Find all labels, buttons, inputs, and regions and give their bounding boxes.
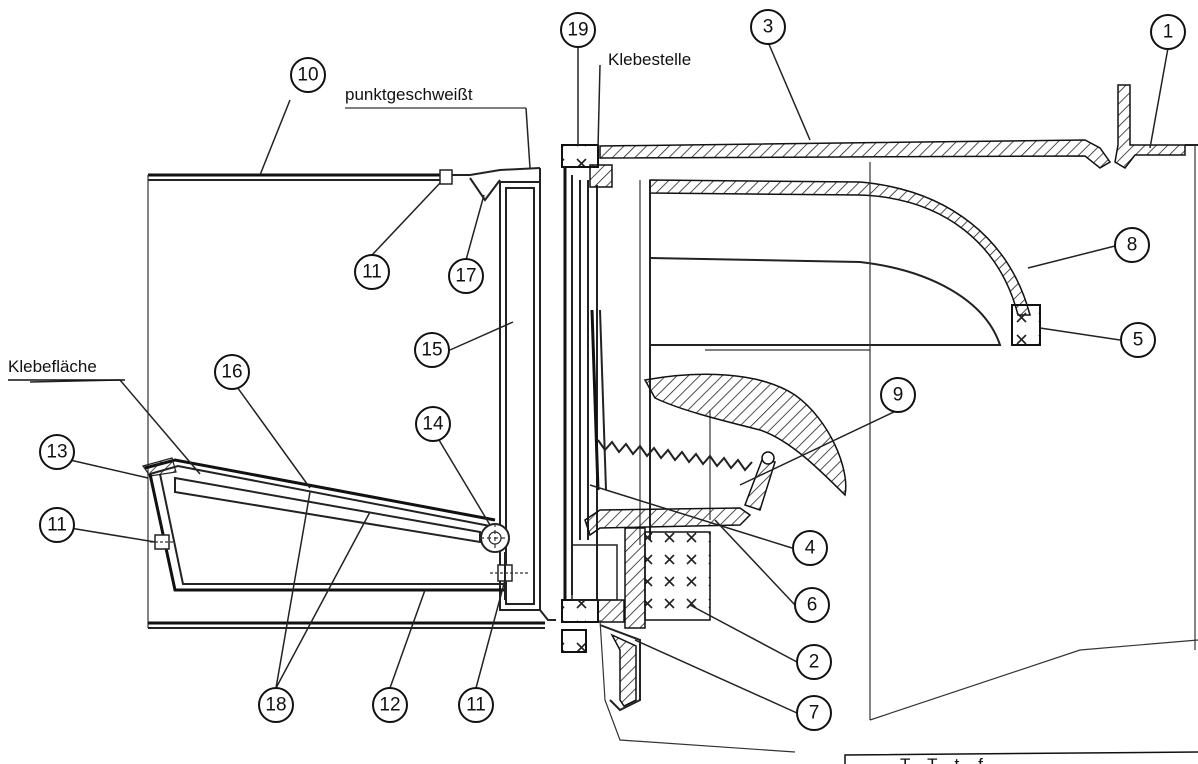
callout-8: 8 xyxy=(1114,227,1150,263)
callout-4: 4 xyxy=(792,530,828,566)
tray-assembly xyxy=(142,457,530,600)
svg-text:6: 6 xyxy=(807,595,818,616)
svg-text:3: 3 xyxy=(763,17,774,38)
top-cover-3 xyxy=(599,84,1198,650)
svg-text:5: 5 xyxy=(1133,330,1144,351)
svg-text:4: 4 xyxy=(805,538,816,559)
svg-text:15: 15 xyxy=(421,340,442,361)
duct-8 xyxy=(639,179,1041,545)
callout-10: 10 xyxy=(290,57,326,93)
svg-text:10: 10 xyxy=(297,65,318,86)
svg-text:13: 13 xyxy=(46,442,67,463)
svg-text:7: 7 xyxy=(809,703,820,724)
callout-2: 2 xyxy=(796,644,832,680)
svg-text:9: 9 xyxy=(893,385,904,406)
svg-text:19: 19 xyxy=(567,20,588,41)
callout-1: 1 xyxy=(1150,14,1186,50)
svg-text:17: 17 xyxy=(455,266,476,287)
callout-5: 5 xyxy=(1120,322,1156,358)
callout-15: 15 xyxy=(414,332,450,368)
callout-11-bottom: 11 xyxy=(458,687,494,723)
svg-text:8: 8 xyxy=(1127,235,1138,256)
label-glue-surface: Klebefläche xyxy=(8,357,97,376)
callout-11-left: 11 xyxy=(39,507,75,543)
callout-14: 14 xyxy=(415,406,451,442)
leader-lines xyxy=(29,41,1169,714)
svg-text:2: 2 xyxy=(809,652,820,673)
callout-18: 18 xyxy=(258,687,294,723)
callout-12: 12 xyxy=(372,687,408,723)
svg-text:18: 18 xyxy=(265,695,286,716)
callout-7: 7 xyxy=(796,695,832,731)
callout-11-top: 11 xyxy=(354,254,390,290)
svg-text:12: 12 xyxy=(379,695,400,716)
svg-text:11: 11 xyxy=(362,262,382,283)
callout-17: 17 xyxy=(448,258,484,294)
svg-text:16: 16 xyxy=(221,362,242,383)
svg-text:11: 11 xyxy=(466,695,486,716)
callout-16: 16 xyxy=(214,354,250,390)
callout-13: 13 xyxy=(39,434,75,470)
left-housing xyxy=(147,167,545,629)
right-housing xyxy=(599,162,1198,753)
callout-6: 6 xyxy=(794,587,830,623)
svg-text:11: 11 xyxy=(47,515,67,536)
svg-text:1: 1 xyxy=(1163,22,1174,43)
central-assembly xyxy=(561,144,641,712)
frame-15 xyxy=(499,168,556,621)
label-glue-point: Klebestelle xyxy=(608,50,691,69)
callout-19: 19 xyxy=(560,12,596,48)
lever-spring xyxy=(584,373,847,629)
callout-9: 9 xyxy=(880,377,916,413)
label-spot-welded: punktgeschweißt xyxy=(345,85,473,104)
title-block-corner: T... T... t... f... xyxy=(844,751,1198,764)
svg-text:14: 14 xyxy=(422,414,444,435)
svg-text:T... T... t... f...: T... T... t... f... xyxy=(900,755,997,764)
callout-3: 3 xyxy=(750,9,786,45)
